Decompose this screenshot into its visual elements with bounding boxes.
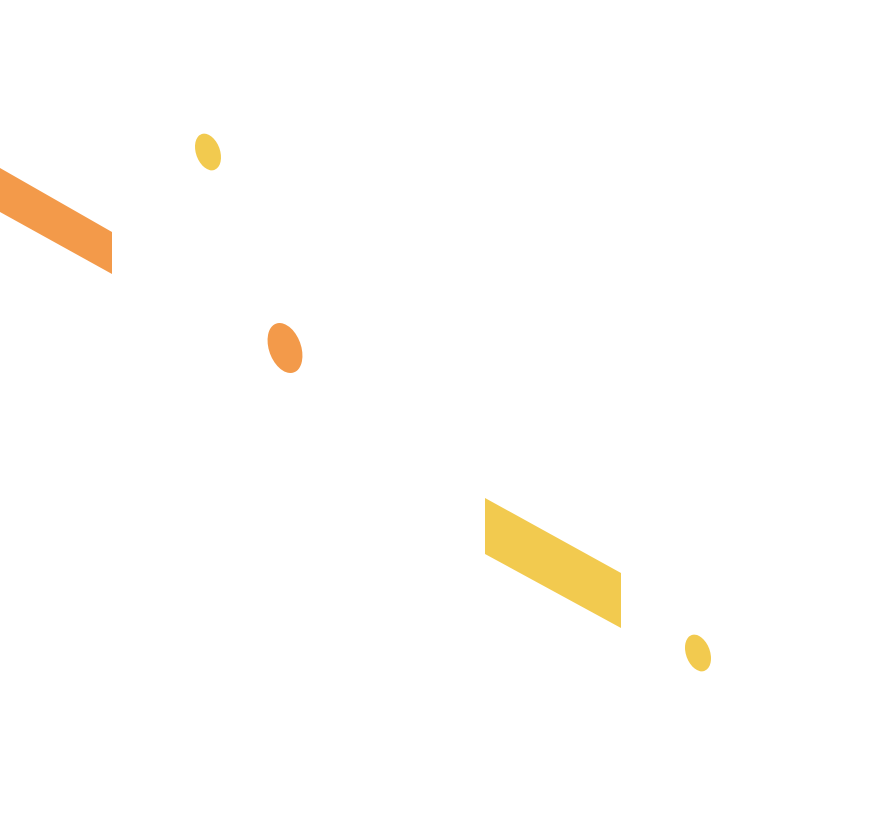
yellow-stripe	[485, 498, 621, 628]
yellow-dot-bottom	[684, 634, 712, 672]
orange-dot	[267, 322, 303, 374]
yellow-dot-top	[194, 133, 222, 171]
orange-stripe	[0, 168, 112, 274]
